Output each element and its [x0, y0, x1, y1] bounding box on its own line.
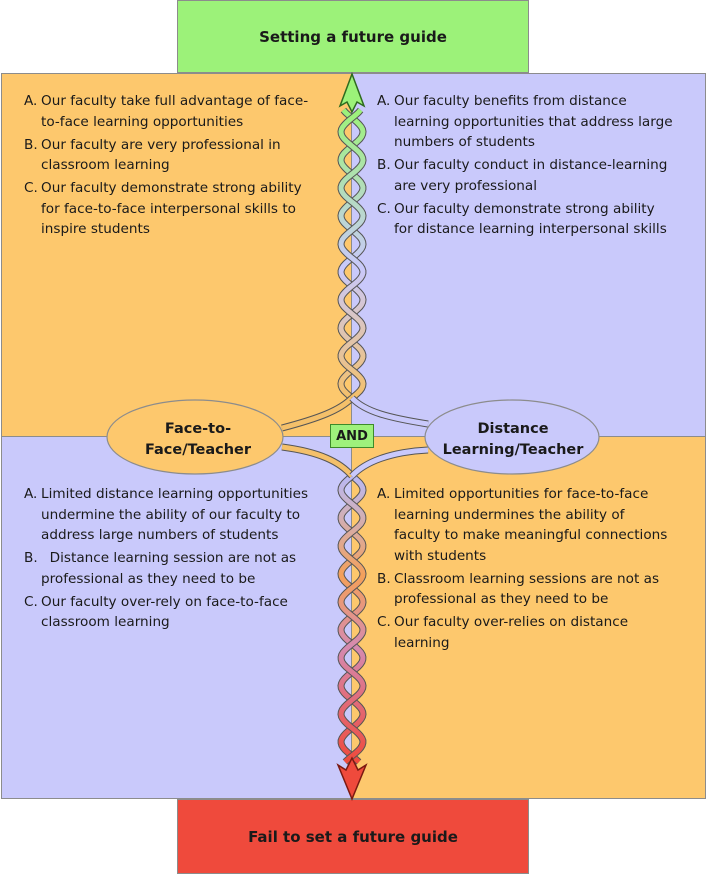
item-text: Limited distance learning opportunities … — [41, 486, 309, 543]
up-arrowhead — [338, 71, 366, 114]
face-to-face-label-line2: Face/Teacher — [144, 442, 252, 458]
list-item: C.Our faculty demonstrate strong ability… — [377, 199, 675, 240]
item-letter: B. — [377, 157, 391, 173]
item-text: Our faculty benefits from distance learn… — [394, 93, 673, 150]
bottom-left-list: A.Limited distance learning opportunitie… — [24, 484, 318, 635]
item-text: Our faculty demonstrate strong ability f… — [41, 180, 302, 237]
list-item: B.Our faculty conduct in distance-learni… — [377, 155, 675, 196]
upward-braid-strands — [337, 107, 367, 401]
item-text: Limited opportunities for face-to-face l… — [394, 486, 668, 564]
list-item: A.Our faculty take full advantage of fac… — [24, 91, 316, 132]
list-item: B. Distance learning session are not as … — [24, 548, 318, 589]
left-pole-upper-connector-fill — [281, 396, 354, 431]
item-text: Classroom learning sessions are not as p… — [394, 570, 660, 608]
distance-learning-pole-ellipse — [424, 399, 600, 475]
upward-strand-2 — [338, 108, 366, 400]
item-letter: C. — [24, 180, 38, 196]
right-pole-lower-connector-fill — [350, 447, 429, 478]
item-text: Our faculty over-rely on face-to-face cl… — [41, 593, 288, 631]
left-pole-lower-connector — [281, 443, 355, 479]
face-to-face-pole-label: Face-to- Face/Teacher — [113, 400, 283, 480]
list-item: A.Our faculty benefits from distance lea… — [377, 91, 675, 153]
item-text: Distance learning session are not as pro… — [41, 550, 301, 587]
quadrant-top-right — [352, 73, 706, 437]
distance-learning-label-line2: Learning/Teacher — [442, 442, 584, 458]
downward-strand-1 — [338, 474, 366, 764]
item-letter: B. — [24, 136, 38, 153]
face-to-face-pole-ellipse — [106, 399, 284, 475]
item-text: Our faculty take full advantage of face-… — [41, 93, 309, 130]
item-text: Our faculty over-relies on distance lear… — [394, 614, 629, 651]
item-text: Our faculty are very professional in cla… — [41, 136, 281, 174]
item-letter: A. — [377, 93, 391, 109]
bottom-banner-label: Fail to set a future guide — [248, 827, 458, 846]
item-letter: B. — [24, 550, 38, 566]
item-text: Our faculty conduct in distance-learning… — [394, 157, 668, 194]
face-to-face-label-line1: Face-to- — [164, 421, 232, 437]
quadrant-bottom-right — [352, 437, 706, 799]
downward-strand-2 — [338, 474, 366, 764]
item-letter: A. — [24, 93, 38, 109]
bottom-banner-negative-outcome: Fail to set a future guide — [177, 799, 529, 874]
item-letter: C. — [24, 593, 38, 610]
down-arrowhead — [336, 756, 368, 801]
quadrant-bottom-left — [1, 437, 352, 799]
top-right-list: A.Our faculty benefits from distance lea… — [377, 91, 675, 242]
list-item: C.Our faculty demonstrate strong ability… — [24, 178, 316, 240]
top-left-list: A.Our faculty take full advantage of fac… — [24, 91, 316, 242]
top-banner-positive-outcome: Setting a future guide — [177, 0, 529, 73]
item-letter: C. — [377, 200, 391, 217]
list-item: C.Our faculty over-rely on face-to-face … — [24, 592, 318, 633]
item-letter: B. — [377, 570, 391, 587]
distance-learning-pole-label: Distance Learning/Teacher — [428, 400, 598, 480]
left-pole-lower-connector-fill — [281, 444, 354, 478]
list-item: C.Our faculty over-relies on distance le… — [377, 612, 675, 653]
list-item: A.Limited distance learning opportunitie… — [24, 484, 318, 546]
quadrant-top-left — [1, 73, 352, 437]
item-letter: C. — [377, 614, 391, 630]
and-connector-label: AND — [330, 424, 374, 448]
bottom-right-list: A.Limited opportunities for face-to-face… — [377, 484, 675, 656]
item-text: Our faculty demonstrate strong ability f… — [394, 200, 667, 238]
right-pole-upper-connector-fill — [350, 396, 429, 427]
item-letter: A. — [377, 486, 391, 502]
list-item: B.Classroom learning sessions are not as… — [377, 569, 675, 610]
downward-braid-strands — [337, 473, 367, 765]
upward-strand-1 — [338, 108, 366, 400]
list-item: A.Limited opportunities for face-to-face… — [377, 484, 675, 566]
distance-learning-label-line1: Distance — [477, 421, 549, 437]
list-item: B.Our faculty are very professional in c… — [24, 135, 316, 176]
item-letter: A. — [24, 486, 38, 502]
top-banner-label: Setting a future guide — [259, 27, 447, 46]
